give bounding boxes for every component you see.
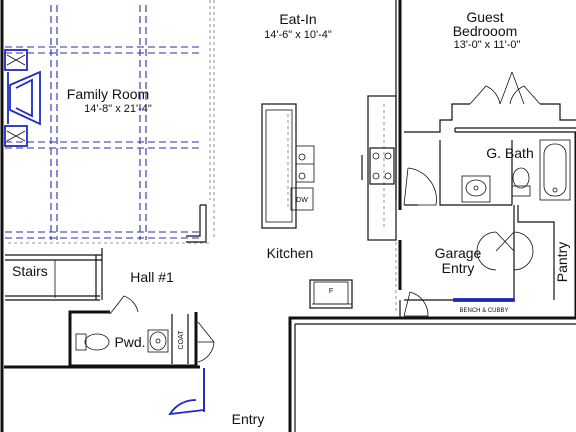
family-room-ceiling-beams <box>5 5 200 240</box>
dishwasher-label: DW <box>296 197 308 204</box>
fireplace <box>4 49 41 147</box>
coat-closet-label: COAT <box>178 330 185 350</box>
guest-bedroom-label-line2: Bedrooom <box>453 23 518 39</box>
bench-cubby <box>453 298 515 302</box>
entry-label: Entry <box>232 411 265 427</box>
kitchen-cabinetry <box>261 95 397 309</box>
eat-in-dimensions: 14'-6" x 10'-4" <box>264 29 332 41</box>
bench-cubby-label: BENCH & CUBBY <box>459 308 508 314</box>
powder-fixtures <box>75 329 169 353</box>
garage-entry-label-line1: Garage <box>435 245 482 261</box>
stairs-label: Stairs <box>12 263 48 279</box>
bath-fixtures <box>461 139 571 203</box>
guest-bath-label: G. Bath <box>486 145 533 161</box>
fridge-label: F <box>329 288 333 295</box>
guest-bedroom-dimensions: 13'-0" x 11'-0" <box>454 39 521 51</box>
guest-bedroom-label-line1: Guest <box>466 9 503 25</box>
family-room-label: Family Room <box>67 86 149 102</box>
hall-label: Hall #1 <box>130 269 174 285</box>
eat-in-label: Eat-In <box>279 11 316 27</box>
family-room-dimensions: 14'-8" x 21'-4" <box>84 103 152 115</box>
pantry-label: Pantry <box>554 242 570 282</box>
kitchen-label: Kitchen <box>267 245 314 261</box>
doors <box>109 71 541 416</box>
powder-room-label: Pwd. <box>114 334 145 350</box>
garage-entry-label-line2: Entry <box>442 260 475 276</box>
